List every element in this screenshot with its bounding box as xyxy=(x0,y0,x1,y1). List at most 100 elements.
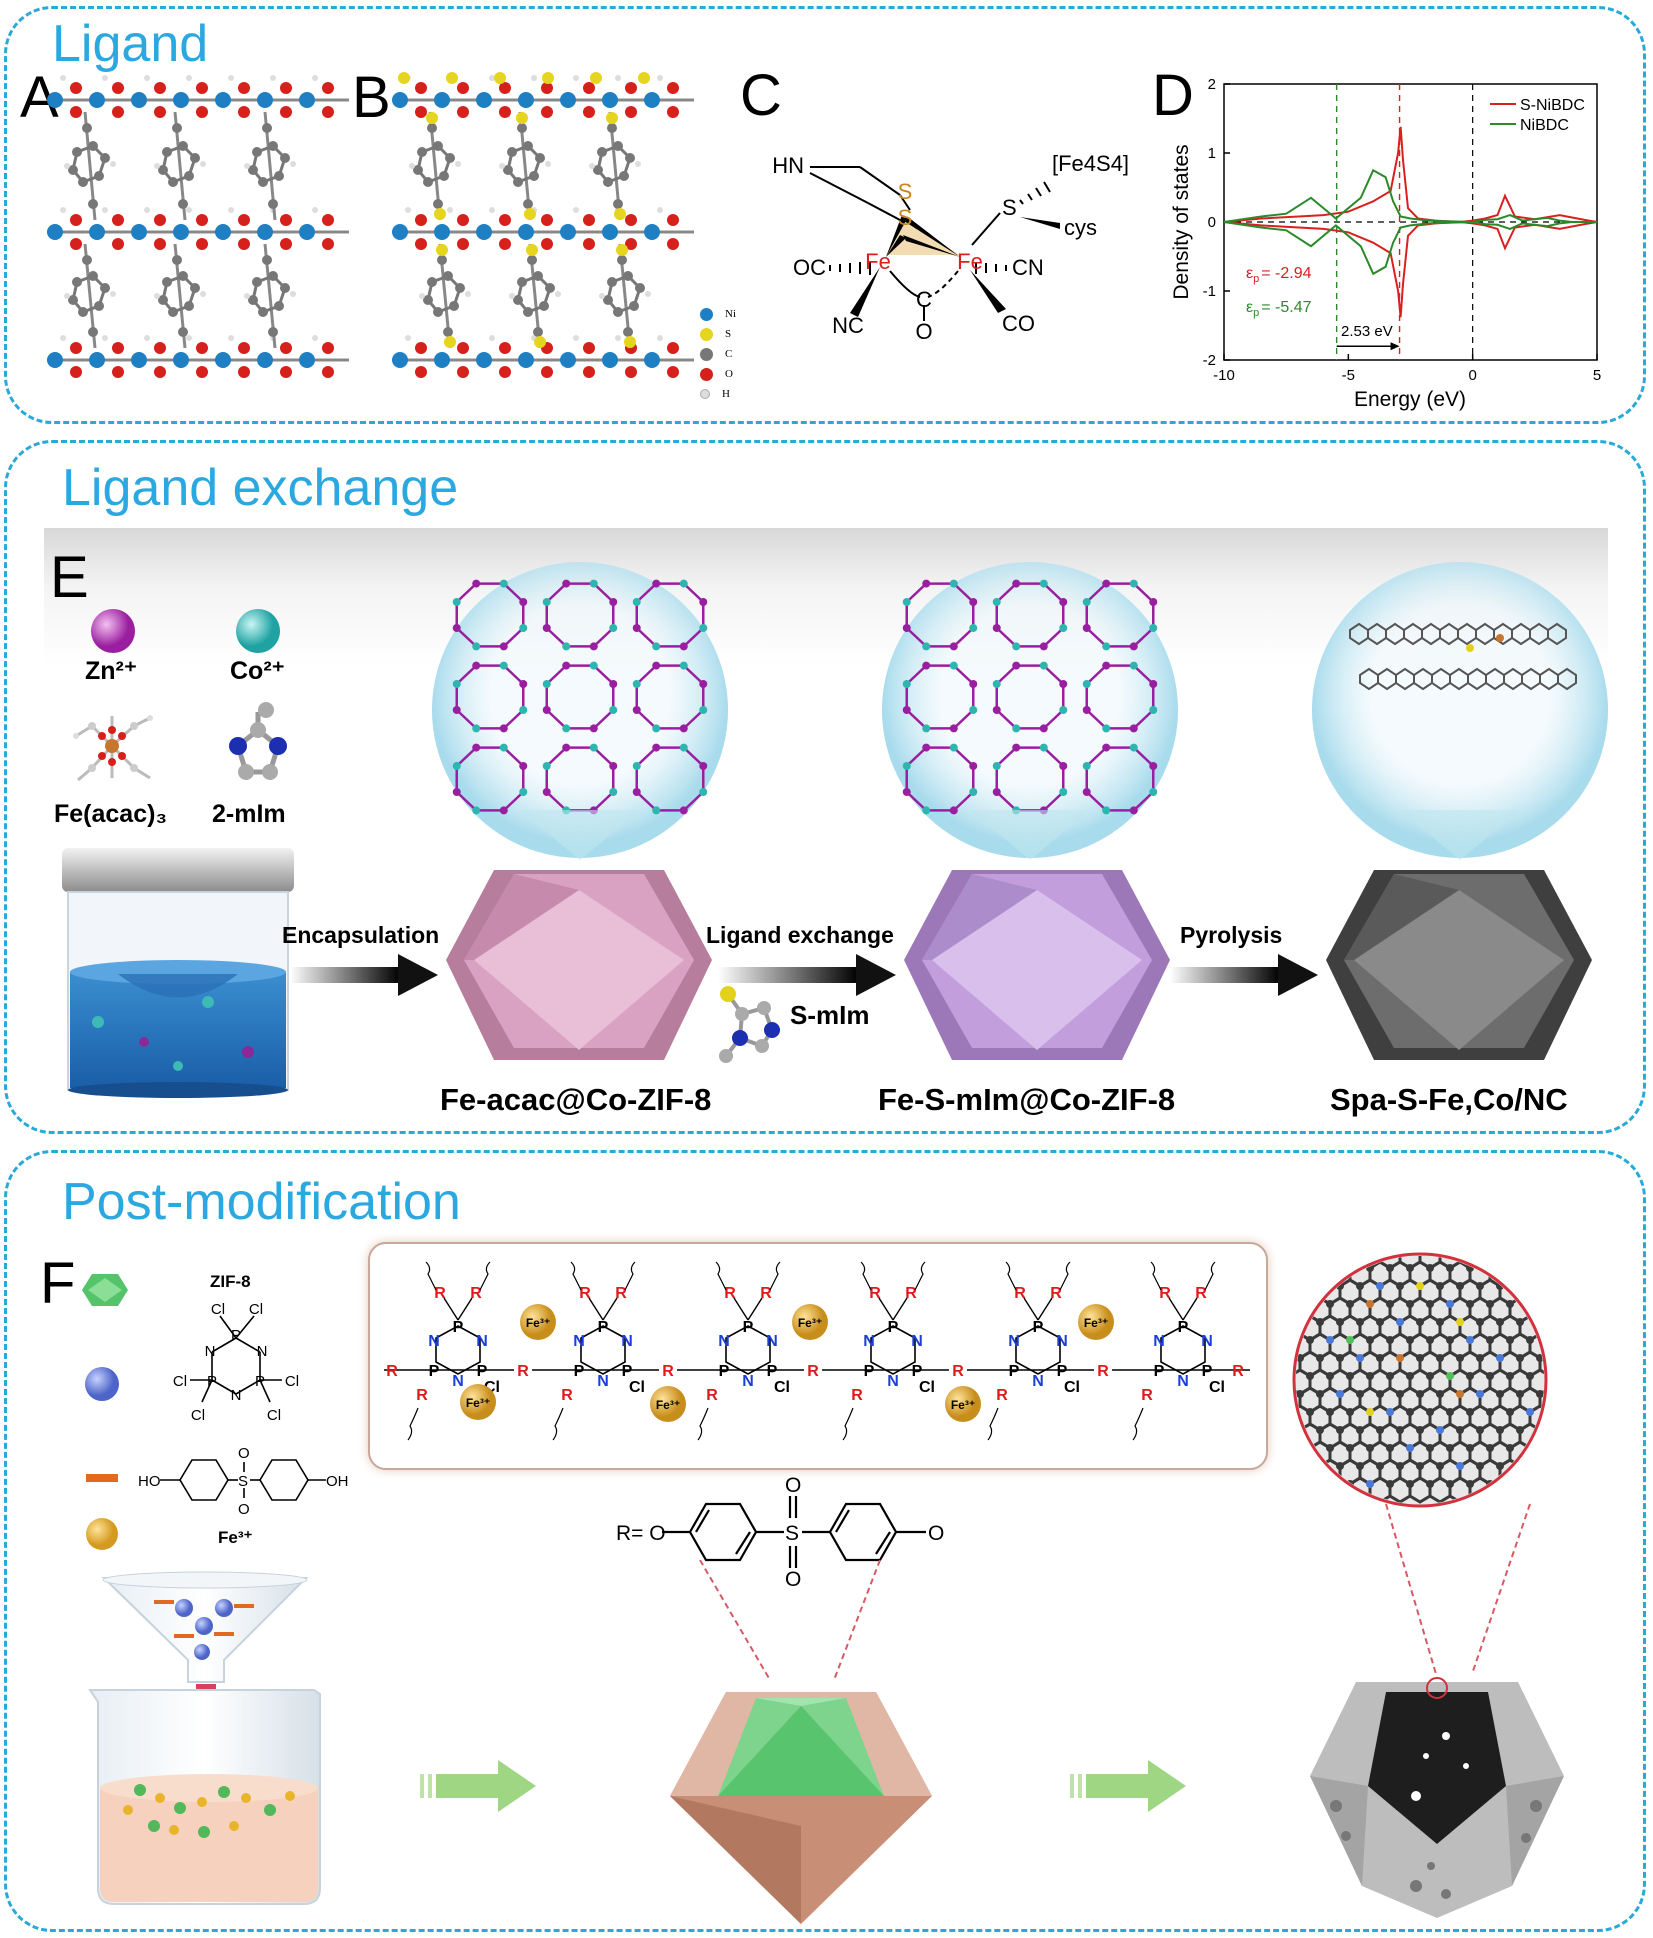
pyrolysis-arrow xyxy=(1170,954,1318,996)
svg-text:R: R xyxy=(706,1387,718,1404)
svg-text:Cl: Cl xyxy=(267,1407,281,1424)
y-tick-label: -2 xyxy=(1203,352,1216,369)
svg-text:P: P xyxy=(622,1363,633,1380)
r-equals-label: R= O xyxy=(616,1522,666,1545)
svg-text:R: R xyxy=(1195,1285,1207,1302)
svg-text:P: P xyxy=(1178,1319,1189,1336)
svg-text:Cl: Cl xyxy=(285,1373,299,1390)
svg-text:N: N xyxy=(1177,1373,1189,1390)
svg-text:N: N xyxy=(887,1373,899,1390)
spa-s-fe-co-nc-polyhedron xyxy=(1326,870,1592,1060)
hccp-molecule: Cl Cl P N N P P N Cl Cl Cl Cl xyxy=(173,1301,299,1424)
legend-atom-label: Ni xyxy=(725,308,736,320)
svg-text:R: R xyxy=(434,1285,446,1302)
step-arrow-2 xyxy=(1070,1760,1186,1812)
bisphenol-s-molecule: HO S O O OH xyxy=(138,1445,349,1518)
x-tick-label: 5 xyxy=(1593,367,1601,384)
ligand-section xyxy=(4,6,1646,424)
doped-carbon-lattice-zoom xyxy=(1292,1252,1548,1508)
svg-text:N: N xyxy=(911,1333,923,1350)
svg-text:N: N xyxy=(1153,1333,1165,1350)
melamine-sphere xyxy=(85,1367,119,1401)
co-ion-sphere xyxy=(236,609,280,653)
fe3-sphere-legend xyxy=(86,1518,118,1550)
fe-left-label: Fe xyxy=(865,249,891,274)
r-group-structure: R= O S O O O xyxy=(616,1474,944,1590)
svg-text:R: R xyxy=(561,1387,573,1404)
ligand-exchange-arrow xyxy=(718,954,896,996)
svg-text:Fe³⁺: Fe³⁺ xyxy=(656,1398,680,1412)
legend-atom-label: S xyxy=(725,328,732,340)
polyphosphazene-box xyxy=(368,1242,1268,1470)
hydrogenase-active-site: HN S S Fe Fe OC NC C O CN CO S cys [Fe4S… xyxy=(772,151,1129,344)
svg-text:O: O xyxy=(785,1568,801,1590)
svg-text:P: P xyxy=(255,1373,265,1390)
svg-text:R: R xyxy=(662,1363,674,1380)
svg-text:R: R xyxy=(1159,1285,1171,1302)
series-1-spin-down xyxy=(1223,220,1597,276)
svg-text:S: S xyxy=(785,1522,799,1545)
svg-text:Cl: Cl xyxy=(629,1379,645,1396)
svg-text:P: P xyxy=(719,1363,730,1380)
legend-atom-ni: Ni xyxy=(700,304,760,324)
legend-atom-dot xyxy=(700,307,713,321)
ligand-section-title: Ligand xyxy=(52,15,209,73)
svg-text:Fe³⁺: Fe³⁺ xyxy=(526,1316,550,1330)
svg-text:P: P xyxy=(1009,1363,1020,1380)
co-label: Co²⁺ xyxy=(230,657,285,685)
svg-text:N: N xyxy=(476,1333,488,1350)
svg-text:P: P xyxy=(453,1319,464,1336)
svg-text:N: N xyxy=(205,1343,216,1360)
product-fe-s-mim-co-zif8: Fe-S-mIm@Co-ZIF-8 xyxy=(878,1082,1176,1117)
svg-text:P: P xyxy=(743,1319,754,1336)
svg-text:Cl: Cl xyxy=(774,1379,790,1396)
legend-atom-dot xyxy=(700,327,713,341)
svg-text:Cl: Cl xyxy=(919,1379,935,1396)
svg-text:N: N xyxy=(1008,1333,1020,1350)
x-axis-label: Energy (eV) xyxy=(1354,388,1466,411)
svg-text:R: R xyxy=(1014,1285,1026,1302)
zif8-framework-zoom-2 xyxy=(882,562,1178,860)
post-modification-section xyxy=(4,1150,1646,1932)
gap-arrow-head xyxy=(1390,342,1400,351)
svg-text:P: P xyxy=(912,1363,923,1380)
nc-label: NC xyxy=(832,313,864,338)
svg-text:N: N xyxy=(766,1333,778,1350)
svg-text:P: P xyxy=(1154,1363,1165,1380)
legend-atom-h: H xyxy=(700,384,760,404)
s-cys-label: S xyxy=(1002,195,1017,220)
svg-text:O: O xyxy=(928,1522,944,1545)
encapsulation-arrow xyxy=(290,954,438,996)
svg-text:R: R xyxy=(1050,1285,1062,1302)
pyrolysis-label: Pyrolysis xyxy=(1180,922,1283,948)
svg-text:Fe³⁺: Fe³⁺ xyxy=(951,1398,975,1412)
svg-text:O: O xyxy=(785,1474,801,1497)
fe-acac-co-zif8-polyhedron xyxy=(446,870,712,1060)
legend-atom-dot xyxy=(700,347,713,361)
panel-letter-f: F xyxy=(40,1251,76,1316)
s-nibdc-crystal-structure xyxy=(392,72,694,378)
reaction-vessel xyxy=(62,848,294,1098)
svg-text:O: O xyxy=(238,1445,250,1462)
svg-text:P: P xyxy=(598,1319,609,1336)
svg-text:N: N xyxy=(742,1373,754,1390)
gap-label: 2.53 eV xyxy=(1341,323,1393,340)
y-tick-label: 0 xyxy=(1208,214,1216,231)
svg-text:Cl: Cl xyxy=(1064,1379,1080,1396)
product-spa-s-fe-co-nc: Spa-S-Fe,Co/NC xyxy=(1330,1082,1568,1117)
fe-s-mim-co-zif8-polyhedron xyxy=(904,870,1170,1060)
legend-atom-label: C xyxy=(725,348,733,360)
series-0-spin-up xyxy=(1223,126,1598,224)
svg-text:N: N xyxy=(621,1333,633,1350)
legend-atom-dot xyxy=(700,367,713,381)
zif8-crystal-icon xyxy=(82,1274,128,1306)
legend-atom-label: H xyxy=(722,388,730,400)
bridge-c-label: C xyxy=(916,287,932,312)
co-label: CO xyxy=(1002,311,1035,336)
hn-label: HN xyxy=(772,153,804,178)
bridge-shading xyxy=(886,220,960,255)
porous-carbon-polyhedron xyxy=(1310,1677,1564,1918)
panel-letter-e: E xyxy=(50,545,89,610)
